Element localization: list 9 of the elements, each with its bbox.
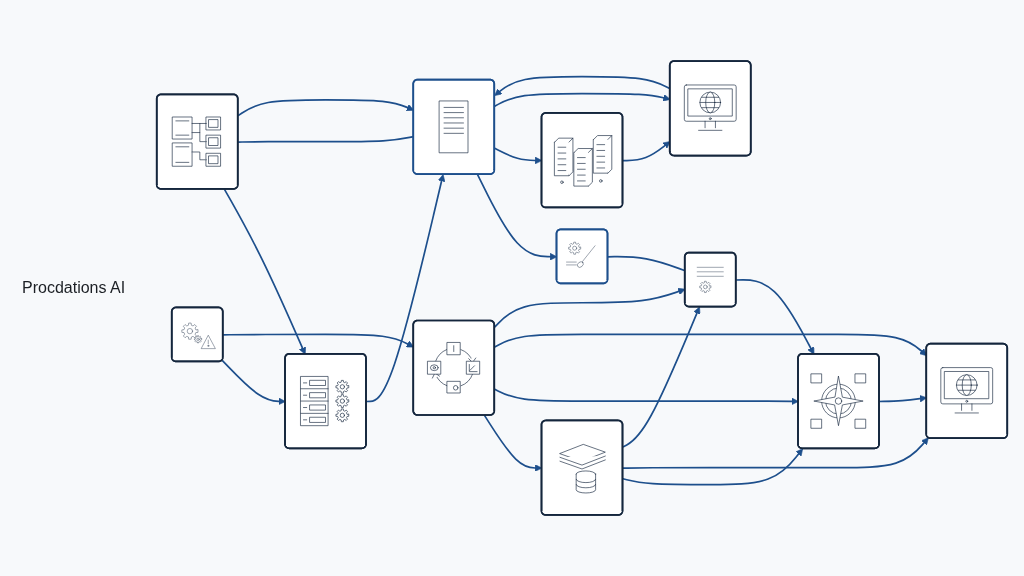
arrow: [735, 279, 815, 355]
arrow: [622, 448, 803, 486]
arrow: [223, 188, 306, 355]
arrow: [221, 359, 286, 406]
side-label: Procdations AI: [22, 279, 126, 297]
arrow: [237, 99, 414, 117]
arrow: [622, 306, 701, 448]
arrow: [622, 437, 929, 469]
arrow: [222, 333, 414, 348]
